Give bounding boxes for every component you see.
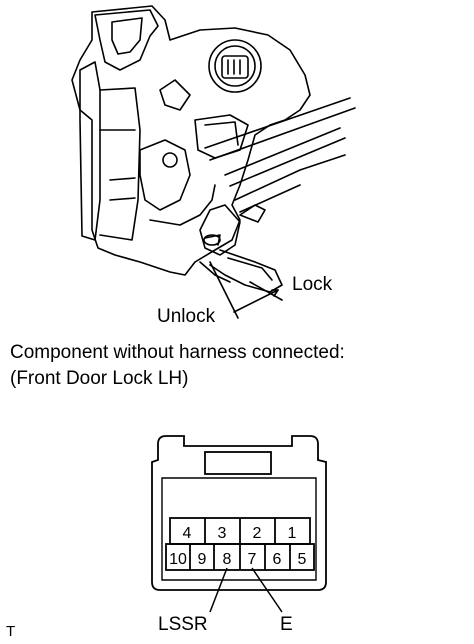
pin-10: 10 [169,551,187,568]
connector-inner-frame [161,477,317,581]
connector-shell [151,435,327,591]
pin-label-e: E [280,614,293,635]
component-caption: Component without harness connected: (Fr… [10,340,470,392]
pin-1: 1 [288,525,297,542]
leader-line-e [251,567,283,613]
caption-line-2: (Front Door Lock LH) [10,368,189,389]
pin-leader-lines [209,567,283,613]
pin-3: 3 [218,525,227,542]
pin-label-lssr: LSSR [158,614,208,635]
connector-lock-tab [204,451,272,475]
pin-9: 9 [198,551,207,568]
lock-label: Lock [292,274,333,295]
unlock-label: Unlock [157,306,216,327]
pin-5: 5 [298,551,307,568]
pin-2: 2 [253,525,262,542]
pin-8: 8 [223,551,232,568]
leader-line-lssr [209,567,228,613]
corner-mark: T [6,623,15,640]
door-lock-illustration [71,5,356,319]
pin-4: 4 [183,525,192,542]
pin-6: 6 [273,551,282,568]
caption-line-1: Component without harness connected: [10,342,345,363]
connector-diagram [151,435,327,591]
pin-7: 7 [248,551,257,568]
